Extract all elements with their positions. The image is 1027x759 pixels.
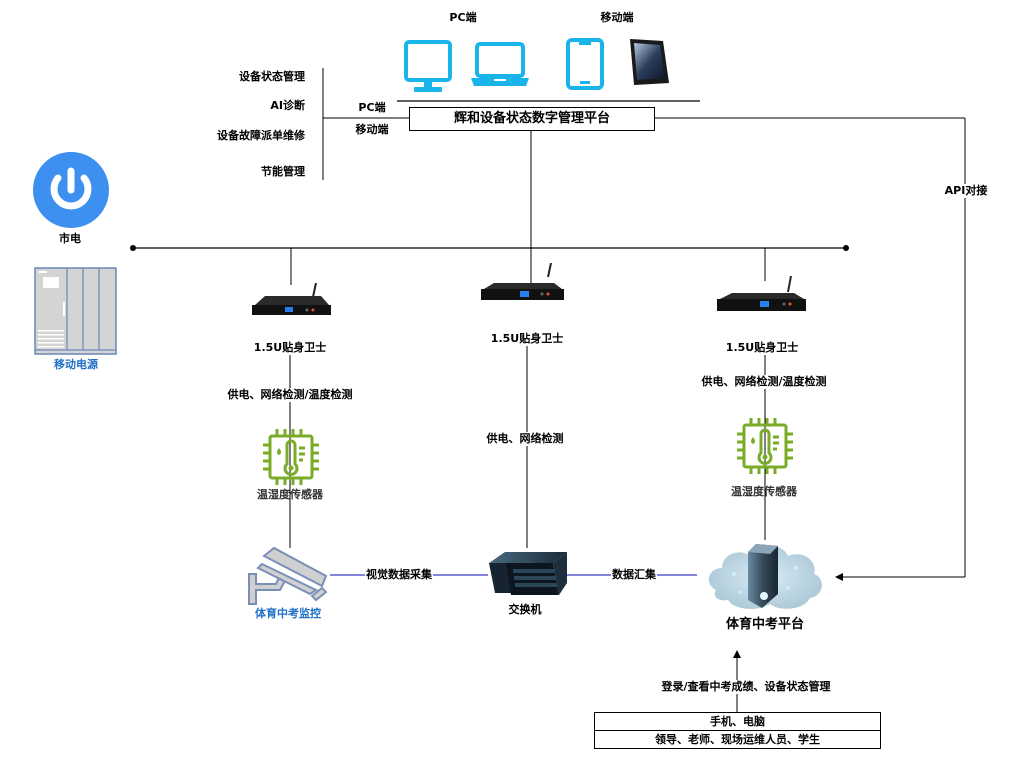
network-switch-icon[interactable] <box>487 549 569 601</box>
sports-exam-platform-label: 体育中考平台 <box>725 617 805 632</box>
mains-power-label: 市电 <box>59 232 81 245</box>
user-roles-row: 领导、老师、现场运维人员、学生 <box>595 730 880 748</box>
mobile-section-label: 移动端 <box>600 11 634 24</box>
laptop-icon <box>471 42 529 86</box>
switch-label: 交换机 <box>508 603 542 616</box>
pc-port-label: PC端 <box>358 101 386 114</box>
mobile-port-label: 移动端 <box>355 123 389 136</box>
smartphone-icon <box>566 38 604 90</box>
visual-data-link-label: 视觉数据采集 <box>365 568 433 582</box>
guard-device-middle[interactable] <box>478 263 566 307</box>
user-access-box: 手机、电脑 领导、老师、现场运维人员、学生 <box>594 712 881 749</box>
ups-cabinet-icon <box>34 267 117 355</box>
guard-link-label-middle: 供电、网络检测 <box>485 432 565 446</box>
guard-device-left[interactable] <box>249 283 331 323</box>
feature-fault-dispatch: 设备故障派单维修 <box>217 129 305 142</box>
client-devices-row: 手机、电脑 <box>710 715 765 728</box>
feature-device-status: 设备状态管理 <box>239 70 305 83</box>
surveillance-camera-icon <box>248 546 328 605</box>
desktop-monitor-icon <box>404 40 452 92</box>
sensor-label-right: 温湿度传感器 <box>731 485 797 498</box>
guard-label-right: 1.5U贴身卫士 <box>724 341 800 355</box>
management-platform-box[interactable]: 辉和设备状态数字管理平台 <box>409 107 655 131</box>
power-icon <box>33 152 109 228</box>
pc-section-label: PC端 <box>449 11 477 24</box>
guard-link-label-left: 供电、网络检测/温度检测 <box>226 388 354 402</box>
sensor-label-left: 温湿度传感器 <box>257 488 323 501</box>
cloud-server-icon[interactable] <box>704 538 826 614</box>
api-integration-label: API对接 <box>943 184 989 198</box>
data-aggregation-link-label: 数据汇集 <box>611 568 657 582</box>
temp-humidity-sensor-icon-right <box>737 418 793 474</box>
access-description-label: 登录/查看中考成绩、设备状态管理 <box>660 680 832 694</box>
temp-humidity-sensor-icon-left <box>263 429 319 485</box>
feature-energy-saving: 节能管理 <box>261 165 305 178</box>
tablet-icon <box>630 39 669 85</box>
ups-label: 移动电源 <box>54 358 98 371</box>
feature-ai-diagnosis: AI诊断 <box>270 99 305 112</box>
guard-link-label-right: 供电、网络检测/温度检测 <box>700 375 828 389</box>
guard-label-middle: 1.5U贴身卫士 <box>489 332 565 346</box>
guard-device-right[interactable] <box>714 274 808 316</box>
guard-label-left: 1.5U贴身卫士 <box>252 341 328 355</box>
camera-label: 体育中考监控 <box>255 607 321 620</box>
